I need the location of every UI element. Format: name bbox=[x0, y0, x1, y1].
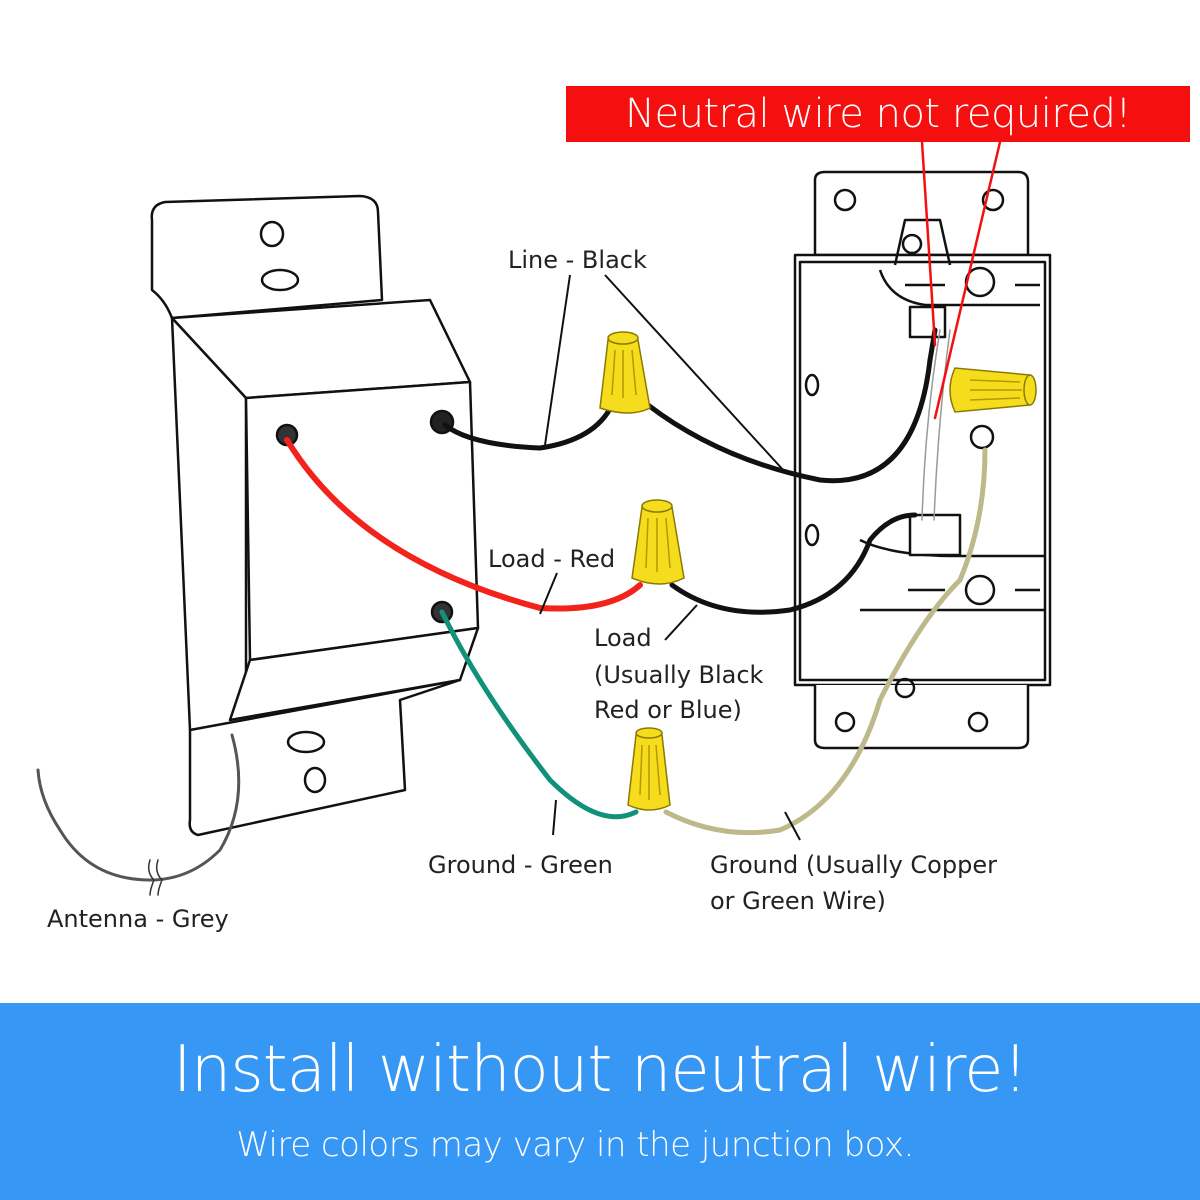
wire-connector-box bbox=[949, 367, 1037, 413]
callout-line-1 bbox=[920, 140, 937, 347]
label-line-black: Line - Black bbox=[508, 246, 647, 274]
footer-title: Install without neutral wire! bbox=[172, 1033, 1028, 1107]
label-antenna-grey: Antenna - Grey bbox=[47, 905, 229, 933]
line-black-wire-box bbox=[645, 327, 938, 484]
footer-subtitle: Wire colors may vary in the junction box… bbox=[236, 1125, 914, 1165]
callout-line-2 bbox=[933, 140, 1002, 420]
label-ground-copper-line2: or Green Wire) bbox=[710, 887, 886, 915]
wire-connector-line bbox=[599, 331, 651, 414]
label-load-line3: Red or Blue) bbox=[594, 696, 742, 724]
load-red-wire bbox=[284, 437, 643, 612]
wire-connector-load bbox=[631, 499, 685, 585]
line-black-wire-switch bbox=[442, 402, 615, 451]
footer-banner: Install without neutral wire! Wire color… bbox=[0, 1003, 1200, 1200]
label-load-line1: Load bbox=[594, 624, 652, 652]
ground-copper-wire bbox=[663, 447, 988, 836]
white-neutral-wire bbox=[921, 329, 951, 521]
antenna-break-mark bbox=[147, 859, 163, 896]
wiring-diagram: Line - Black Load - Red Load (Usually Bl… bbox=[36, 140, 1052, 933]
antenna-grey-wire bbox=[36, 733, 241, 882]
label-load-line2: (Usually Black bbox=[594, 661, 764, 689]
junction-box bbox=[793, 170, 1052, 750]
wire-connector-ground bbox=[627, 727, 671, 811]
label-ground-copper-line1: Ground (Usually Copper bbox=[710, 851, 997, 879]
load-black-wire bbox=[669, 512, 918, 615]
ground-green-wire bbox=[439, 609, 639, 820]
smart-switch bbox=[150, 194, 480, 837]
label-load-red: Load - Red bbox=[488, 545, 615, 573]
label-ground-green: Ground - Green bbox=[428, 851, 613, 879]
neutral-not-required-callout: Neutral wire not required! bbox=[566, 86, 1190, 142]
